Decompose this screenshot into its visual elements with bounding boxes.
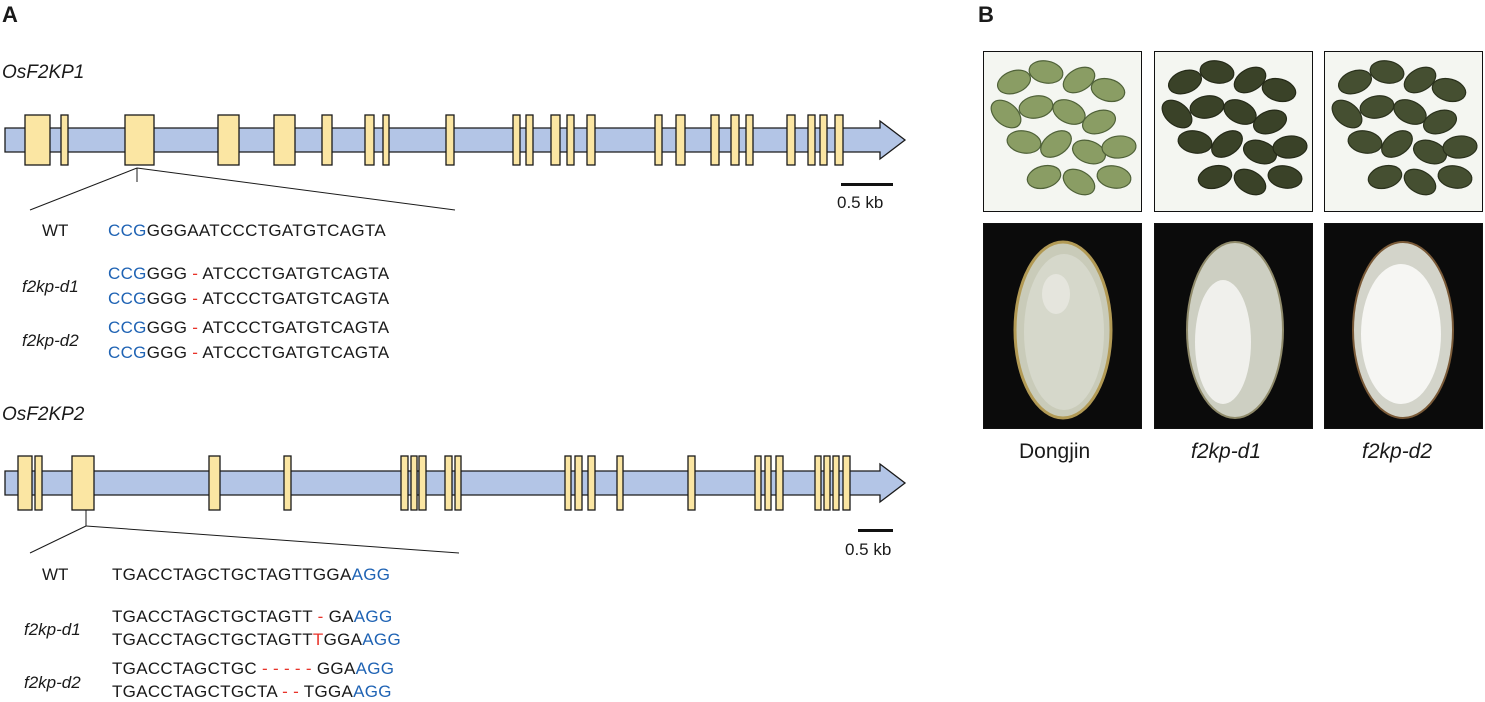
gene2-exon-18	[775, 455, 784, 511]
dongjin-seeds-photo	[983, 51, 1142, 212]
gene1-mutant2-allele1: CCGGGG - ATCCCTGATGTCAGTA	[108, 318, 390, 337]
gene1-mutant1-allele1: CCGGGG - ATCCCTGATGTCAGTA	[108, 264, 390, 283]
gene2-exon-5	[283, 455, 292, 511]
gene2-exon-10	[454, 455, 462, 511]
gene1-exon-3	[124, 114, 155, 166]
gene1-exon-8	[382, 114, 390, 166]
panel-b-letter: B	[978, 2, 994, 27]
gene1-wt-label: WT	[42, 221, 69, 240]
gene1-exons	[24, 114, 844, 166]
dongjin-label: Dongjin	[1019, 440, 1091, 463]
gene1-exon-14	[586, 114, 596, 166]
gene1-mutant1-label: f2kp-d1	[22, 277, 79, 296]
gene2-exons	[17, 455, 851, 511]
gene2-mutant2-allele1: TGACCTAGCTGC - - - - - GGAAGG	[112, 659, 395, 678]
f2kp-d2-cross-section-photo	[1324, 223, 1483, 429]
gene2-scale-label: 0.5 kb	[845, 540, 892, 559]
gene1-exon-13	[566, 114, 575, 166]
gene2-exon-1	[17, 455, 33, 511]
gene1-exon-22	[819, 114, 828, 166]
gene1-zoom-line-right	[136, 167, 456, 211]
gene1-exon-15	[654, 114, 663, 166]
gene2-zoom-line-right	[85, 525, 460, 554]
gene2-exon-6	[400, 455, 409, 511]
gene1-exon-12	[550, 114, 561, 166]
gene2-mutant2-label: f2kp-d2	[24, 673, 81, 692]
gene1-scale-label: 0.5 kb	[837, 193, 884, 212]
gene1-scale-bar	[841, 183, 893, 186]
gene2-exon-11	[564, 455, 572, 511]
gene1-exon-20	[786, 114, 796, 166]
gene2-exon-7	[410, 455, 418, 511]
f2kp-d1-cross-section-photo	[1154, 223, 1313, 429]
gene2-mutant1-allele2: TGACCTAGCTGCTAGTTTGGAAGG	[112, 630, 401, 649]
gene2-exon-2	[34, 455, 43, 511]
gene2-mutant2-allele2: TGACCTAGCTGCTA - - TGGAAGG	[112, 682, 392, 701]
f2kp-d1-label: f2kp-d1	[1191, 440, 1262, 463]
gene1-exon-10	[512, 114, 521, 166]
gene2-mutant1-allele1: TGACCTAGCTGCTAGTT - GAAGG	[112, 607, 393, 626]
gene1-exon-6	[321, 114, 333, 166]
gene2-exon-21	[832, 455, 840, 511]
gene1-mutant1-allele2: CCGGGG - ATCCCTGATGTCAGTA	[108, 289, 390, 308]
f2kp-d2-seeds-photo	[1324, 51, 1483, 212]
gene2-exon-12	[574, 455, 583, 511]
gene1-mutant2-allele2: CCGGGG - ATCCCTGATGTCAGTA	[108, 343, 390, 362]
f2kp-d2-label: f2kp-d2	[1362, 440, 1433, 463]
gene2-wt-sequence: TGACCTAGCTGCTAGTTGGAAGG	[112, 565, 391, 584]
gene2-title: OsF2KP2	[2, 404, 85, 425]
gene1-exon-16	[675, 114, 686, 166]
gene2-exon-8	[418, 455, 427, 511]
gene1-exon-18	[730, 114, 740, 166]
gene1-mutant2-label: f2kp-d2	[22, 331, 79, 350]
gene1-zoom-line-left	[29, 167, 138, 211]
gene1-wt-sequence: CCGGGGAATCCCTGATGTCAGTA	[108, 221, 386, 240]
dongjin-cross-section-photo	[983, 223, 1142, 429]
gene2-exon-15	[687, 455, 696, 511]
gene2-exon-16	[754, 455, 762, 511]
gene1-exon-11	[525, 114, 534, 166]
gene2-zoom-line-left	[29, 525, 87, 554]
gene1-exon-2	[60, 114, 69, 166]
gene2-exon-4	[208, 455, 221, 511]
gene2-exon-20	[823, 455, 831, 511]
gene2-mutant1-label: f2kp-d1	[24, 620, 81, 639]
f2kp-d1-seeds-photo	[1154, 51, 1313, 212]
gene2-exon-17	[764, 455, 772, 511]
gene2-exon-14	[616, 455, 624, 511]
gene1-exon-19	[745, 114, 754, 166]
panel-a-letter: A	[2, 2, 18, 27]
gene2-scale-bar	[858, 529, 893, 532]
gene2-exon-22	[842, 455, 851, 511]
gene1-exon-7	[364, 114, 375, 166]
gene2-exon-19	[814, 455, 822, 511]
gene-structure-diagram	[4, 114, 907, 554]
gene1-exon-5	[273, 114, 296, 166]
gene1-title: OsF2KP1	[2, 62, 85, 83]
gene1-exon-9	[445, 114, 455, 166]
gene1-exon-23	[834, 114, 844, 166]
gene2-exon-9	[444, 455, 453, 511]
gene1-exon-21	[807, 114, 816, 166]
gene2-exon-13	[587, 455, 596, 511]
gene1-exon-1	[24, 114, 51, 166]
gene2-wt-label: WT	[42, 565, 69, 584]
gene1-exon-17	[710, 114, 720, 166]
gene2-exon-3	[71, 455, 95, 511]
gene1-exon-4	[217, 114, 240, 166]
